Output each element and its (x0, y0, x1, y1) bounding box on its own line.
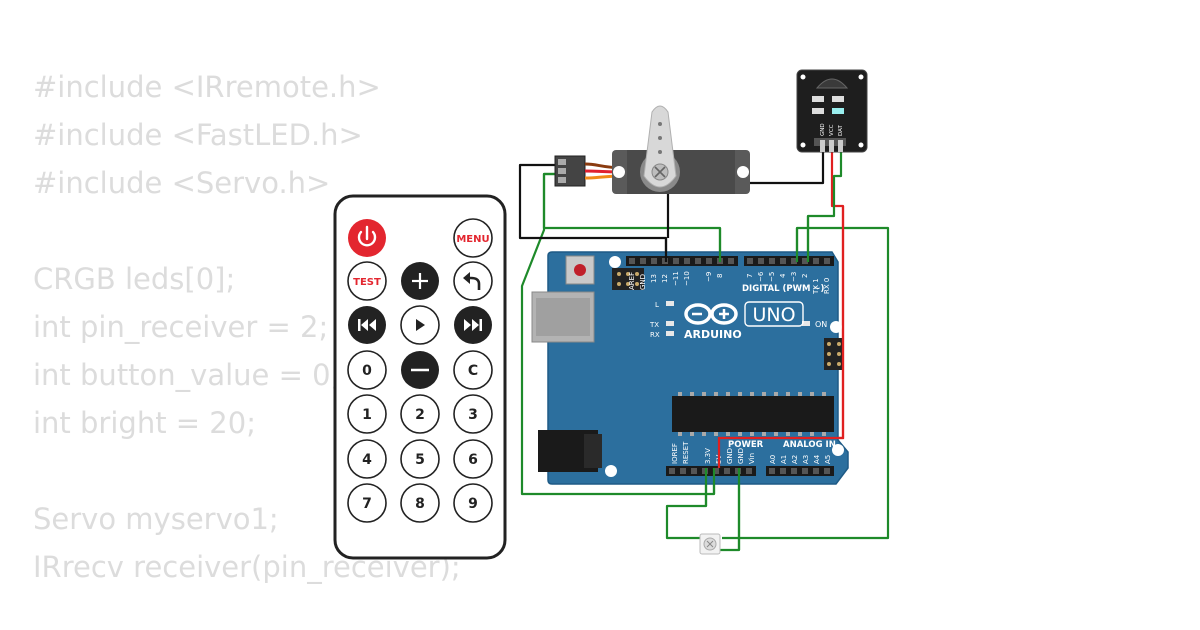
servo-horn (643, 105, 677, 188)
digit-5-label: 5 (415, 452, 425, 468)
test-label: TEST (353, 277, 381, 288)
ir-pin-label-gnd: GND (820, 123, 826, 136)
digit-9-button[interactable] (453, 483, 493, 523)
test-button[interactable] (347, 261, 387, 301)
code-line: int pin_receiver = 2; (33, 310, 329, 344)
model-label: UNO (752, 304, 795, 326)
pin-label: ~10 (683, 271, 691, 286)
pin-label: A2 (791, 455, 799, 464)
pin-label: ~5 (768, 272, 776, 282)
pin-label: IOREF (671, 443, 679, 464)
code-line: int button_value = 0; (33, 358, 341, 392)
digit-8-label: 8 (415, 496, 425, 512)
digit-7-button[interactable] (347, 483, 387, 523)
digit-1-button[interactable] (347, 394, 387, 434)
ir-sensor-dome (815, 78, 849, 89)
digit-0-label: 0 (362, 363, 372, 379)
rgb-led[interactable] (699, 533, 721, 555)
pin-label: GND (726, 448, 734, 464)
power-icon (357, 225, 377, 247)
digit-6-button[interactable] (453, 439, 493, 479)
pin-label: A0 (769, 455, 777, 464)
analog-label: ANALOG IN (783, 440, 836, 450)
clear-label: C (468, 363, 478, 379)
pin-label: ~9 (705, 272, 713, 282)
pin-label: ~3 (790, 272, 798, 282)
power-label: POWER (728, 440, 764, 450)
digit-3-button[interactable] (453, 394, 493, 434)
code-line: CRGB leds[0]; (33, 262, 236, 296)
code-line: Servo myservo1; (33, 502, 279, 536)
pin-label: RX 0 (823, 278, 831, 294)
clear-button[interactable] (453, 350, 493, 390)
pin-label: TX 1 (812, 278, 820, 295)
l-led-label: L (655, 301, 659, 309)
digit-6-label: 6 (468, 452, 478, 468)
back-button[interactable] (453, 261, 493, 301)
digital-header-left (626, 256, 738, 266)
plus-icon (412, 273, 428, 289)
digit-2-label: 2 (415, 407, 425, 423)
on-led-label: ON (815, 320, 827, 329)
pin-label: GND (737, 448, 745, 464)
prev-icon (358, 319, 376, 331)
digit-0-button[interactable] (347, 350, 387, 390)
ir-remote[interactable]: MENU TEST 0 (333, 194, 507, 560)
code-line: #include <IRremote.h> (33, 70, 381, 104)
servo-motor[interactable] (554, 105, 750, 194)
pin-label: 7 (746, 274, 754, 278)
digit-4-button[interactable] (347, 439, 387, 479)
digit-1-label: 1 (362, 407, 372, 423)
ir-receiver-module[interactable]: GND VCC DAT (796, 69, 868, 153)
pin-label: A1 (780, 455, 788, 464)
pin-label: A5 (824, 455, 832, 464)
arduino-logo-icon (684, 303, 738, 325)
rx-led-label: RX (650, 331, 660, 339)
arduino-uno-board[interactable]: AREF GND 13 12 ~11 ~10 ~9 8 7 ~6 ~5 4 ~3… (531, 251, 849, 485)
code-line: #include <Servo.h> (33, 166, 331, 200)
digit-2-button[interactable] (400, 394, 440, 434)
tx-led-label: TX (649, 321, 659, 329)
ir-pin-label-dat: DAT (838, 125, 844, 136)
pin-label: 8 (716, 274, 724, 278)
digit-9-label: 9 (468, 496, 478, 512)
pin-label: A4 (813, 454, 821, 464)
digital-header-right (744, 256, 834, 266)
analog-header (766, 466, 834, 476)
play-icon (416, 319, 425, 331)
menu-button[interactable] (453, 218, 493, 258)
digit-7-label: 7 (362, 496, 372, 512)
digit-4-label: 4 (362, 452, 372, 468)
digital-label: DIGITAL (PWM ~) (742, 284, 824, 294)
menu-label: MENU (456, 234, 489, 245)
microcontroller-chip (672, 396, 834, 432)
pin-label: ~11 (672, 271, 680, 286)
back-icon (463, 272, 481, 290)
code-line: #include <FastLED.h> (33, 118, 363, 152)
pin-label: RESET (682, 441, 690, 464)
pin-label: A3 (802, 455, 810, 464)
code-line: int bright = 20; (33, 406, 256, 440)
pin-label: 13 (650, 274, 658, 283)
ir-pin-label-vcc: VCC (829, 124, 835, 136)
next-icon (464, 319, 482, 331)
pin-label: 12 (661, 274, 669, 283)
pin-label: GND (639, 274, 647, 290)
digit-3-label: 3 (468, 407, 478, 423)
pin-label: 4 (779, 273, 787, 278)
pin-label: 2 (801, 274, 809, 278)
pin-label: AREF (628, 272, 636, 290)
pin-label: ~6 (757, 271, 765, 282)
digit-8-button[interactable] (400, 483, 440, 523)
pin-label: 3.3V (704, 448, 712, 464)
power-header (666, 466, 756, 476)
pin-label: Vin (748, 453, 756, 464)
brand-label: ARDUINO (684, 328, 742, 341)
digit-5-button[interactable] (400, 439, 440, 479)
